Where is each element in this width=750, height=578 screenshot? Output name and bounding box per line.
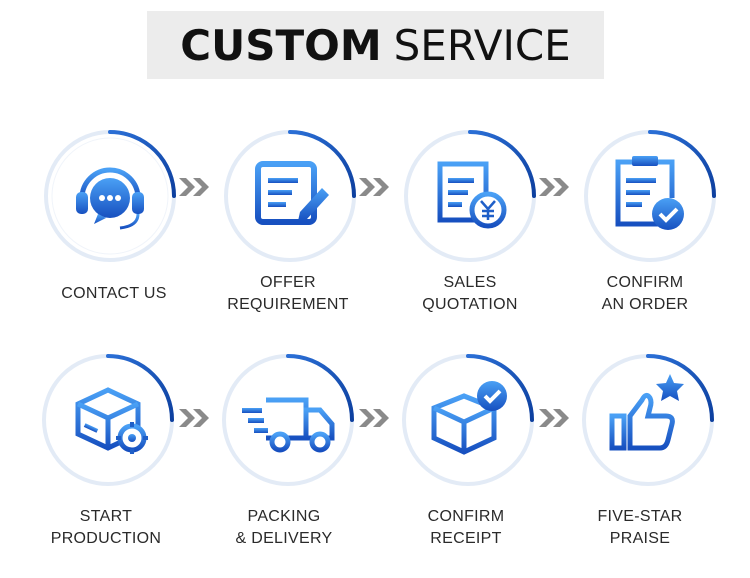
box-gear-icon [75, 387, 148, 454]
title-bold: CUSTOM [180, 20, 382, 70]
thumbs-up-star-icon [609, 374, 684, 451]
step-label-offer: OFFER REQUIREMENT [208, 272, 368, 316]
step-label-delivery: PACKING & DELIVERY [204, 506, 364, 550]
step-circle-production [38, 350, 178, 490]
step-label-praise: FIVE-STAR PRAISE [560, 506, 720, 550]
label-line: QUOTATION [422, 296, 518, 313]
arrow-icon [179, 178, 209, 196]
label-line: AN ORDER [601, 296, 689, 313]
step-circle-offer [220, 126, 360, 266]
arrow-icon [359, 409, 389, 427]
label-line: RECEIPT [430, 530, 502, 547]
label-line: SALES [443, 274, 497, 291]
step-label-receipt: CONFIRM RECEIPT [386, 506, 546, 550]
step-circle-delivery [218, 350, 358, 490]
box-check-icon [431, 381, 507, 455]
label-line: PRAISE [609, 530, 671, 547]
arrow-icon [359, 178, 389, 196]
step-label-contact: CONTACT US [34, 283, 194, 305]
label-line: CONFIRM [606, 274, 684, 291]
clipboard-check-icon [615, 156, 684, 230]
label-line: CONFIRM [427, 508, 505, 525]
document-edit-icon [255, 161, 329, 225]
delivery-truck-icon [242, 397, 335, 453]
step-circle-contact [40, 126, 180, 266]
label-line: REQUIREMENT [227, 296, 349, 313]
title-light: SERVICE [393, 20, 571, 70]
arrow-icon [539, 178, 569, 196]
label-line: & DELIVERY [235, 530, 333, 547]
headset-chat-icon [76, 167, 144, 230]
step-circle-receipt [398, 350, 538, 490]
page-title: CUSTOM SERVICE [147, 11, 604, 79]
step-label-quotation: SALES QUOTATION [390, 272, 550, 316]
label-line: PACKING [247, 508, 321, 525]
step-circle-quotation [400, 126, 540, 266]
label-line: FIVE-STAR [597, 508, 683, 525]
label-line: CONTACT US [61, 285, 167, 302]
label-line: PRODUCTION [50, 530, 162, 547]
step-label-production: START PRODUCTION [26, 506, 186, 550]
step-circle-praise [578, 350, 718, 490]
step-label-confirm-order: CONFIRM AN ORDER [565, 272, 725, 316]
label-line: START [79, 508, 133, 525]
label-line: OFFER [260, 274, 316, 291]
arrow-icon [179, 409, 209, 427]
arrow-icon [539, 409, 569, 427]
quotation-yen-icon [437, 161, 507, 229]
step-circle-confirm-order [580, 126, 720, 266]
